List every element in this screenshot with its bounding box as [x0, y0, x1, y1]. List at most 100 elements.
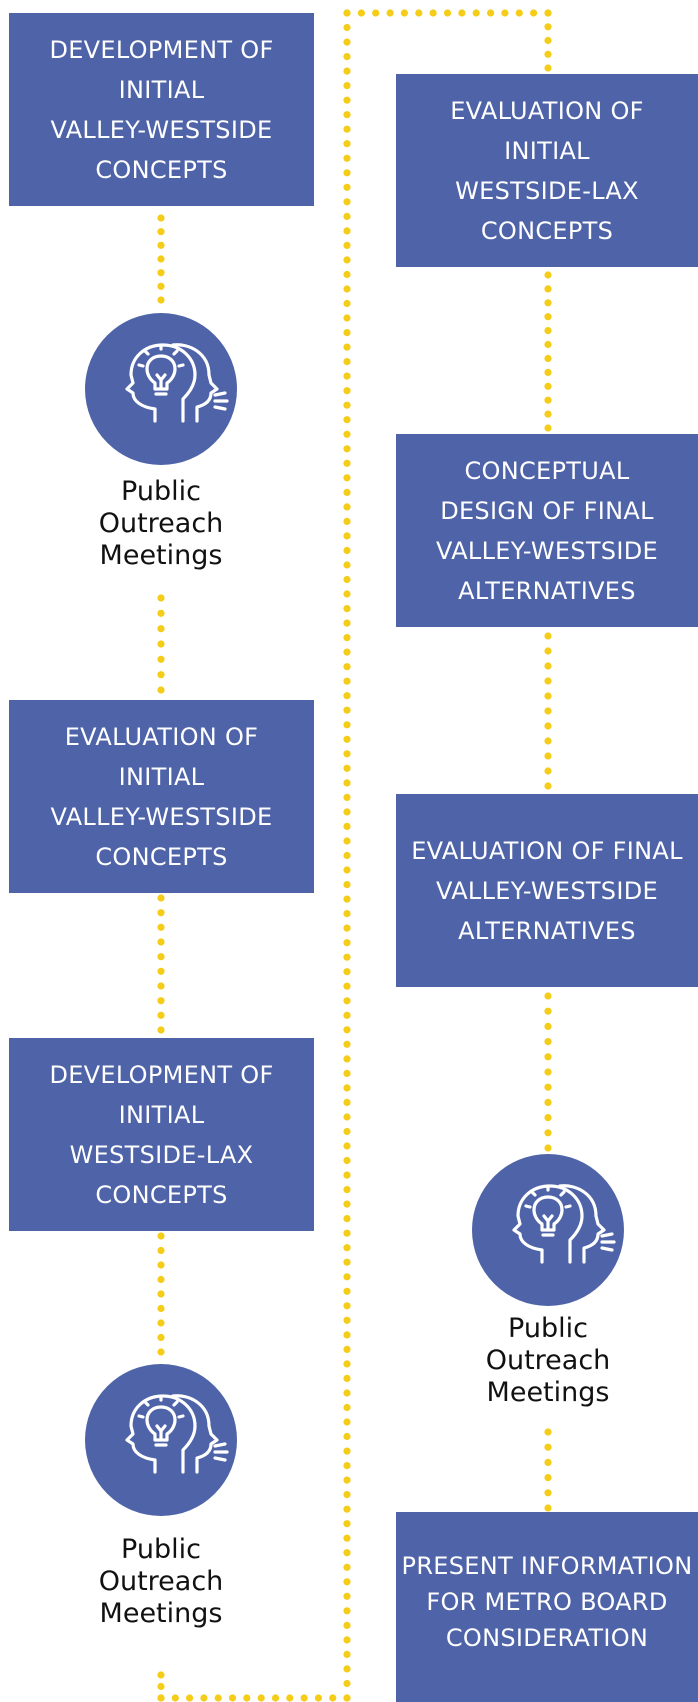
- connector-dot: [157, 953, 165, 961]
- connector-dot: [343, 227, 351, 235]
- connector-dot: [544, 1053, 552, 1061]
- connector-dot: [343, 1418, 351, 1426]
- connector-dot: [157, 1232, 165, 1240]
- connector-dot: [530, 9, 538, 17]
- connector-dot: [544, 722, 552, 730]
- connector-dot: [544, 647, 552, 655]
- connector-dot: [544, 410, 552, 418]
- connector-dot: [343, 183, 351, 191]
- connector-dot: [343, 881, 351, 889]
- connector-dot: [544, 271, 552, 279]
- connector-dot: [157, 609, 165, 617]
- connector-dot: [343, 1273, 351, 1281]
- connector-dot: [343, 793, 351, 802]
- step-label: EVALUATION OF INITIAL WESTSIDE-LAX CONCE…: [450, 96, 644, 245]
- connector-dot: [458, 9, 466, 17]
- connector-dot: [343, 605, 351, 613]
- connector-dot: [357, 9, 365, 17]
- connector-dot: [343, 198, 351, 206]
- meeting-label: Public Outreach Meetings: [98, 476, 224, 571]
- connector-dot: [157, 1319, 165, 1327]
- connector-dot: [544, 424, 552, 432]
- step-label: DEVELOPMENT OF INITIAL VALLEY-WESTSIDE C…: [49, 35, 274, 184]
- connector-dot: [343, 851, 351, 860]
- connector-dot: [343, 23, 351, 32]
- connector-dot: [286, 1694, 294, 1702]
- connector-dot: [343, 837, 351, 845]
- connector-dot: [157, 625, 165, 633]
- meeting-label: Public Outreach Meetings: [98, 1534, 224, 1629]
- connector-dot: [544, 285, 552, 293]
- connector-dot: [343, 38, 351, 46]
- connector-dot: [343, 895, 351, 903]
- connector-dot: [544, 662, 552, 670]
- connector-dot: [343, 1331, 351, 1339]
- connector-dot: [300, 1694, 308, 1702]
- connector-dot: [343, 1592, 351, 1600]
- connector-dot: [343, 1244, 351, 1252]
- connector-dot: [157, 594, 165, 602]
- connector-dot: [343, 1142, 351, 1150]
- connector-dot: [343, 154, 351, 162]
- connector-dot: [544, 1144, 552, 1152]
- connector-dot: [343, 1403, 351, 1412]
- head-lightbulb-icon: [85, 1364, 237, 1516]
- step-box-development-westside-lax: DEVELOPMENT OF INITIAL WESTSIDE-LAX CONC…: [9, 1038, 314, 1231]
- connector-dot: [157, 640, 165, 648]
- connector-dot: [343, 1055, 351, 1063]
- connector-dot: [214, 1694, 222, 1702]
- connector-dot: [343, 1491, 351, 1499]
- connector-dot: [157, 255, 165, 263]
- connector-dot: [228, 1694, 237, 1702]
- connector-dot: [343, 445, 351, 453]
- connector-dot: [343, 1520, 351, 1528]
- connector-dot: [544, 1504, 552, 1512]
- connector-dot: [343, 1229, 351, 1237]
- connector-dot: [343, 532, 351, 540]
- connector-dot: [544, 1068, 552, 1076]
- connector-dot: [544, 1022, 552, 1030]
- step-box-evaluation-valley-westside: EVALUATION OF INITIAL VALLEY-WESTSIDE CO…: [9, 700, 314, 893]
- connector-dot: [343, 1069, 351, 1077]
- connector-dot: [544, 632, 552, 640]
- connector-dot: [400, 9, 408, 17]
- connector-dot: [343, 517, 351, 526]
- connector-dot: [415, 9, 423, 17]
- connector-dot: [343, 416, 351, 424]
- connector-dot: [544, 36, 552, 45]
- connector-dot: [343, 1534, 351, 1542]
- connector-dot: [343, 1316, 351, 1324]
- connector-dot: [343, 1156, 351, 1165]
- connector-dot: [343, 169, 351, 177]
- connector-dot: [343, 1694, 351, 1702]
- connector-dot: [343, 808, 351, 816]
- connector-dot: [343, 677, 351, 685]
- connector-dot: [343, 1476, 351, 1484]
- connector-dot: [343, 488, 351, 496]
- connector-dot: [343, 125, 351, 133]
- connector-dot: [343, 270, 351, 279]
- connector-dot: [157, 228, 165, 236]
- connector-dot: [544, 340, 552, 349]
- connector-dot: [343, 256, 351, 264]
- connector-dot: [343, 997, 351, 1005]
- connector-dot: [343, 1113, 351, 1121]
- connector-dot: [343, 721, 351, 729]
- connector-dot: [343, 1127, 351, 1136]
- connector-dot: [343, 619, 351, 627]
- connector-dot: [343, 329, 351, 337]
- connector-dot: [372, 9, 380, 17]
- connector-dot: [343, 561, 351, 569]
- connector-dot: [157, 909, 165, 917]
- connector-dot: [343, 968, 351, 976]
- connector-dot: [343, 648, 351, 656]
- step-label: DEVELOPMENT OF INITIAL WESTSIDE-LAX CONC…: [49, 1060, 274, 1209]
- connector-dot: [343, 1345, 351, 1353]
- connector-dot: [343, 1432, 351, 1441]
- connector-dot: [544, 1458, 552, 1466]
- connector-dot: [544, 354, 552, 363]
- step-box-development-valley-westside: DEVELOPMENT OF INITIAL VALLEY-WESTSIDE C…: [9, 13, 314, 206]
- connector-dot: [443, 9, 452, 17]
- connector-dot: [343, 924, 351, 932]
